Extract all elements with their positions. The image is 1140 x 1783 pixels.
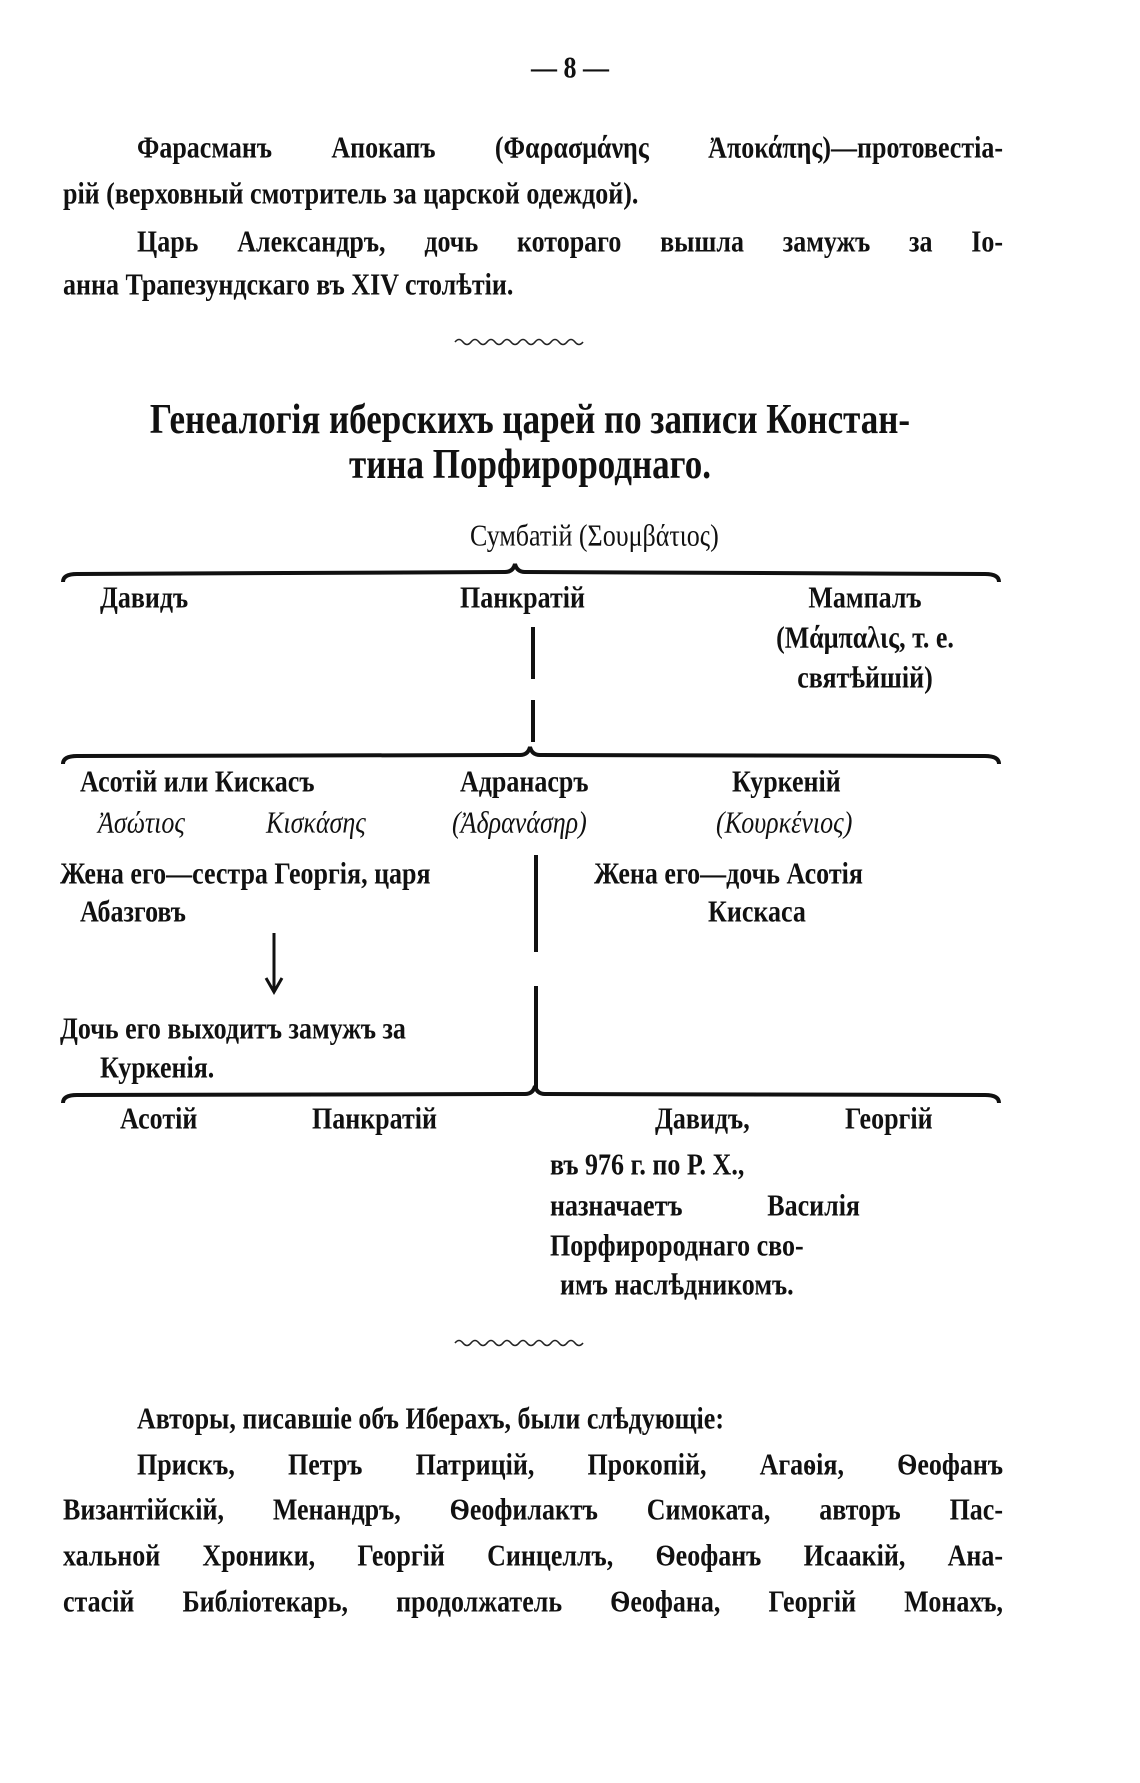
gen2-adranasr-greek: (Ἀδρανάσηρ) (452, 805, 587, 840)
georgiy-note: назначаетъ Василія (550, 1188, 860, 1223)
wavy-ornament (454, 1339, 584, 1347)
connector-line (534, 986, 538, 1090)
connector-line (531, 627, 535, 679)
intro-line: анна Трапезундскаго въ XIV столѣтіи. (63, 267, 514, 302)
daughter-note: Дочь его выходитъ замужъ за (60, 1011, 406, 1046)
gen3-david: Давидъ, (655, 1101, 750, 1136)
gen1-mampal: Мампалъ (808, 580, 922, 615)
gen2-asotiy: Асотій или Кискасъ (80, 764, 315, 799)
intro-line: Царь Александръ, дочь котораго вышла зам… (137, 224, 1003, 259)
gen2-kurkeniy: Куркеній (732, 764, 841, 799)
gen2-kiskas-greek: Κισκάσης (266, 805, 366, 840)
connector-line (531, 700, 535, 742)
gen2-adranasr: Адранасръ (460, 764, 589, 799)
arrow-down-icon (264, 933, 284, 996)
brace-gen1 (61, 563, 1001, 583)
gen3-georgiy: Георгій (845, 1101, 933, 1136)
asotiy-wife-cont: Абазговъ (80, 894, 186, 929)
authors-line: стасій Библіотекарь, продолжатель Ѳеофан… (63, 1584, 1003, 1619)
georgiy-note: имъ наслѣдникомъ. (560, 1267, 794, 1302)
gen2-kurkeniy-greek: (Κουρκένιος) (716, 805, 853, 840)
authors-line: Авторы, писавшіе объ Иберахъ, были слѣду… (137, 1401, 724, 1436)
asotiy-wife: Жена его—сестра Георгія, царя (60, 856, 431, 891)
adranasr-wife-cont: Кискаса (708, 894, 806, 929)
section-title: тина Порфиророднаго. (349, 441, 711, 488)
georgiy-note: въ 976 г. по Р. Х., (550, 1147, 745, 1182)
gen3-asotiy: Асотій (120, 1101, 198, 1136)
root-sumbatiy: Сумбатій (Σουμβάτιος) (470, 518, 719, 553)
section-title: Генеалогія иберскихъ царей по записи Кон… (149, 396, 911, 443)
wavy-ornament (454, 338, 584, 346)
gen1-david: Давидъ (100, 580, 189, 615)
intro-line: рій (верховный смотритель за царской оде… (63, 176, 639, 211)
gen3-pankratiy: Панкратій (312, 1101, 437, 1136)
authors-line: хальной Хроники, Георгій Синцеллъ, Ѳеофа… (63, 1538, 1003, 1573)
gen1-mampal-note: святѣйшій) (797, 660, 933, 695)
gen2-asotiy-greek: Ἀσώτιος (98, 805, 185, 840)
adranasr-wife: Жена его—дочь Асотія (594, 856, 863, 891)
authors-line: Прискъ, Петръ Патрицій, Прокопій, Агаѳія… (137, 1447, 1003, 1482)
page-number: — 8 — (531, 50, 609, 85)
daughter-note-cont: Куркенія. (100, 1050, 215, 1085)
connector-line (534, 855, 538, 952)
gen1-pankratiy: Панкратій (460, 580, 585, 615)
brace-gen2 (61, 746, 1001, 765)
intro-line: Фарасманъ Апокапъ (Φαρασμάνης Ἀποκάπης)—… (137, 130, 1003, 165)
gen1-mampal-greek: (Μάμπαλις, т. е. (776, 620, 954, 655)
georgiy-note: Порфиророднаго сво- (550, 1228, 804, 1263)
authors-line: Византійскій, Менандръ, Ѳеофилактъ Симок… (63, 1492, 1003, 1527)
